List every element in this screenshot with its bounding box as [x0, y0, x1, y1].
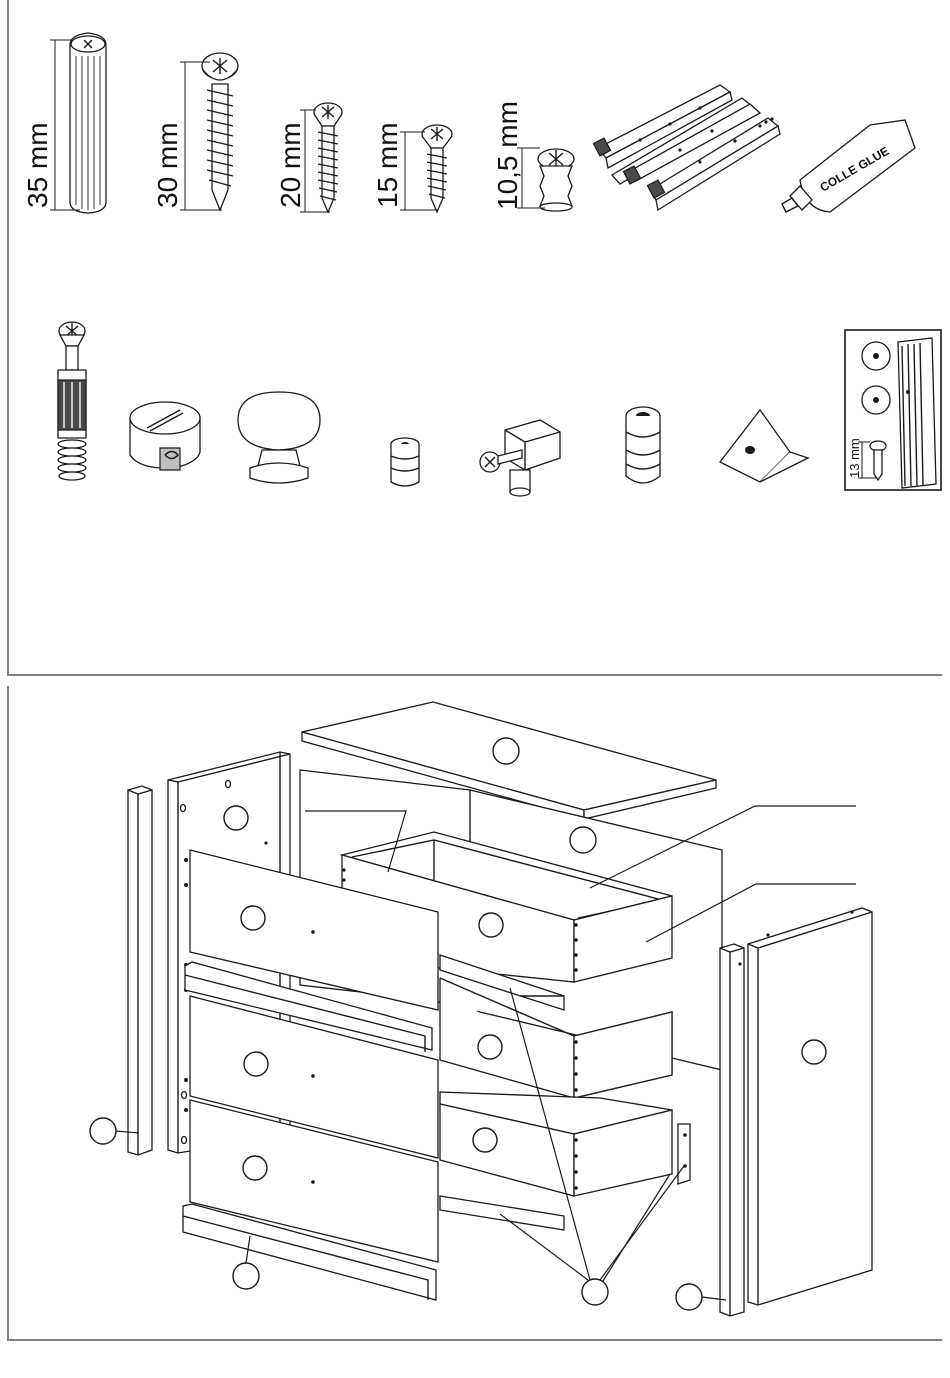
- callout-top: [493, 738, 519, 764]
- glue-tube: COLLE GLUE: [782, 120, 915, 212]
- callout-drawer-2: [478, 1035, 502, 1059]
- insert-10-5mm: 10,5 mm: [492, 101, 574, 211]
- callout-drawer-1: [479, 913, 503, 937]
- drawer-slide-rails: [593, 85, 780, 210]
- cam-bolt: [58, 322, 86, 480]
- callout-front-1: [241, 906, 265, 930]
- felt-pads-label: 13 mm: [847, 438, 862, 478]
- screw-20mm: 20 mm: [275, 103, 342, 212]
- right-side-panel: [748, 908, 872, 1305]
- hardware-panel-frame: [8, 0, 942, 675]
- insert-10-5mm-label: 10,5 mm: [492, 101, 523, 210]
- screw-15mm: 15 mm: [372, 122, 452, 212]
- left-front-strip: [90, 786, 152, 1155]
- knob: [238, 392, 320, 483]
- callout-left-strip: [90, 1118, 116, 1144]
- barrel-nut: [626, 407, 660, 483]
- screw-20mm-label: 20 mm: [275, 122, 306, 208]
- slide-rail-right: [678, 1124, 690, 1184]
- cam-lock: [130, 402, 200, 470]
- corner-bracket: [720, 410, 808, 482]
- dowel-35mm-label: 35 mm: [22, 122, 53, 208]
- callout-back: [570, 827, 596, 853]
- slide-rail-low: [440, 1196, 564, 1230]
- callout-front-3: [243, 1156, 267, 1180]
- connector-screw: [480, 420, 560, 496]
- small-plastic-dowel: [391, 438, 419, 486]
- callout-right-strip: [676, 1284, 702, 1310]
- callout-left-side: [224, 806, 248, 830]
- screw-30mm: 30 mm: [152, 53, 238, 210]
- screw-30mm-label: 30 mm: [152, 122, 183, 208]
- callout-bottom-rail: [233, 1263, 259, 1289]
- callout-right-side: [802, 1040, 826, 1064]
- dowel-35mm: 35 mm: [22, 33, 106, 213]
- felt-pads-set: 13 mm: [845, 330, 941, 490]
- callout-front-2: [244, 1052, 268, 1076]
- callout-slides: [582, 1279, 608, 1305]
- drawer-box-lower: [440, 1092, 672, 1196]
- screw-15mm-label: 15 mm: [372, 122, 403, 208]
- callout-drawer-3: [473, 1128, 497, 1152]
